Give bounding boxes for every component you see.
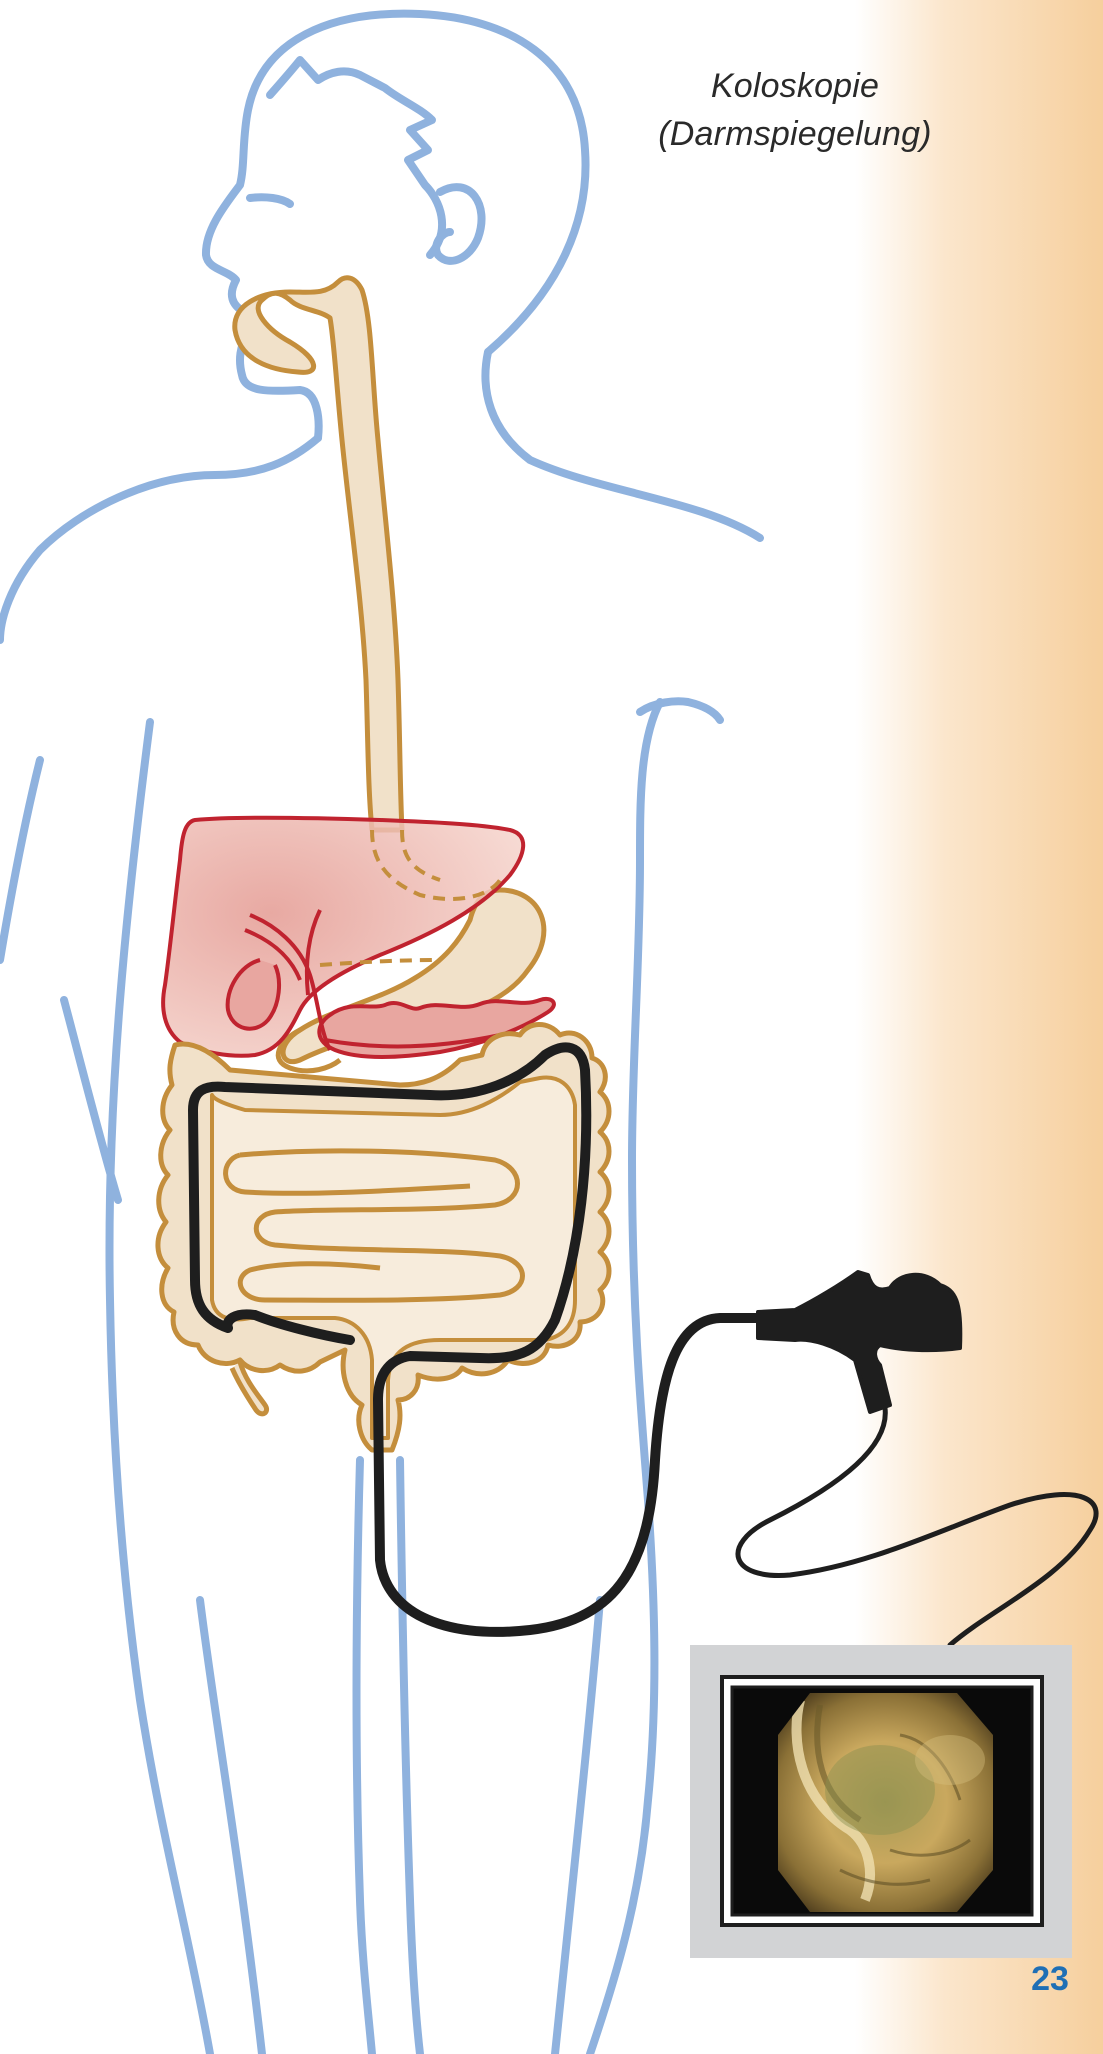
endoscopy-monitor [690, 1645, 1072, 1958]
right-leg-inner-outline [400, 1460, 420, 2054]
left-arm-outer-outline [0, 760, 40, 960]
left-leg-inner-outline [357, 1460, 372, 2054]
figure-caption: Koloskopie (Darmspiegelung) [600, 62, 990, 158]
right-torso-outline [590, 702, 660, 2054]
esophagus [235, 278, 402, 830]
colonoscope-handle [758, 1272, 960, 1412]
head-outline [206, 14, 586, 438]
page-number: 23 [1010, 1960, 1090, 1999]
right-leg-outer-outline [555, 1600, 600, 2054]
esophagus-tube [235, 278, 402, 830]
eye-outline [250, 197, 290, 204]
left-leg-outer-outline [200, 1600, 262, 2054]
caption-subtitle: (Darmspiegelung) [600, 110, 990, 158]
endoscopic-view-image [770, 1690, 1000, 1915]
colonoscope-cable [738, 1408, 1096, 1645]
caption-title: Koloskopie [600, 62, 990, 110]
left-shoulder-arm-outline [0, 438, 318, 640]
hair-outline [270, 60, 442, 255]
right-shoulder-outline [485, 352, 760, 538]
